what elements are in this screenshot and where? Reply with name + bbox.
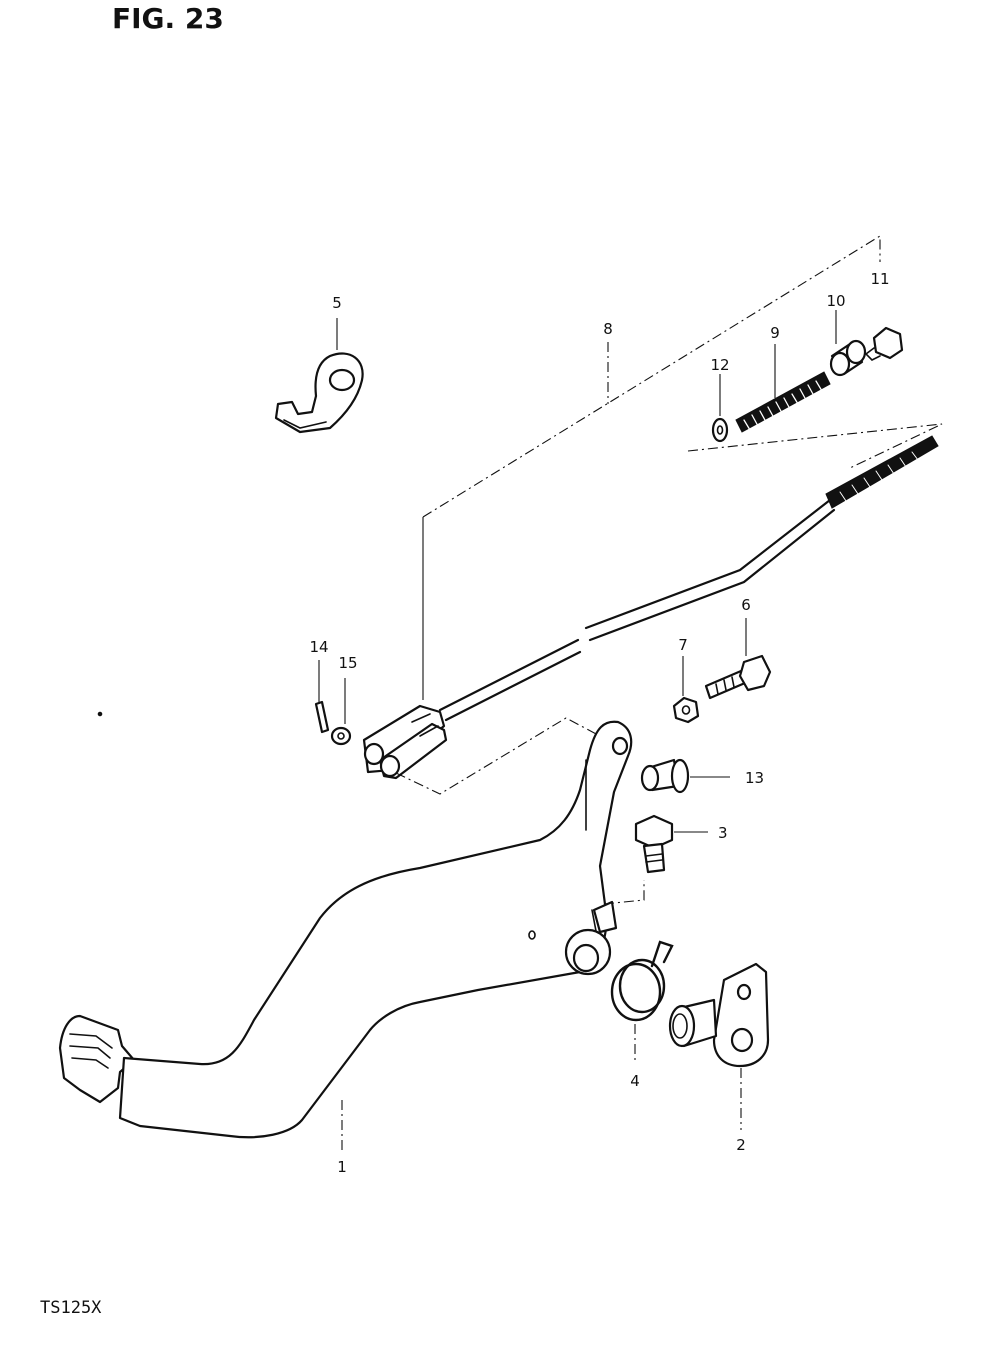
part-11-adjuster-nut bbox=[864, 326, 904, 361]
figure-title: FIG. 23 bbox=[112, 2, 224, 35]
leader-3-to-lever bbox=[603, 880, 645, 905]
callout-12: 12 bbox=[710, 356, 729, 374]
callout-9: 9 bbox=[770, 324, 780, 342]
part-1-brake-pedal bbox=[58, 720, 633, 1139]
part-5-hook-plate bbox=[274, 352, 364, 434]
part-7-nut bbox=[672, 696, 700, 724]
callout-14: 14 bbox=[309, 638, 328, 656]
bracket-9-12 bbox=[687, 423, 943, 469]
artifact-dot bbox=[97, 711, 103, 717]
rod-clevis bbox=[362, 704, 448, 780]
part-4-return-spring bbox=[610, 940, 674, 1022]
part-14-cotter-pin bbox=[314, 700, 330, 734]
leader-clevis-pin bbox=[395, 717, 601, 795]
callout-15: 15 bbox=[338, 654, 357, 672]
part-10-pivot-nut bbox=[829, 339, 867, 377]
model-code: TS125X bbox=[40, 1298, 102, 1318]
part-12-washer bbox=[711, 417, 729, 443]
callout-6: 6 bbox=[741, 596, 751, 614]
callout-5: 5 bbox=[332, 294, 342, 312]
callout-3: 3 bbox=[718, 824, 728, 842]
part-13-clevis-pin bbox=[640, 758, 690, 794]
part-9-spring bbox=[735, 371, 831, 433]
part-3-bolt bbox=[634, 814, 674, 874]
part-15-washer bbox=[330, 726, 352, 746]
callout-8: 8 bbox=[603, 320, 613, 338]
callout-2: 2 bbox=[736, 1136, 746, 1154]
part-8-brake-rod bbox=[438, 435, 939, 722]
callout-13: 13 bbox=[745, 769, 764, 787]
callout-4: 4 bbox=[630, 1072, 640, 1090]
part-2-pivot-shaft bbox=[668, 962, 770, 1068]
part-6-bolt bbox=[704, 654, 772, 700]
callout-11: 11 bbox=[870, 270, 889, 288]
callout-1: 1 bbox=[337, 1158, 347, 1176]
callout-10: 10 bbox=[826, 292, 845, 310]
callout-7: 7 bbox=[678, 636, 688, 654]
leader-8-bracket bbox=[422, 235, 881, 518]
